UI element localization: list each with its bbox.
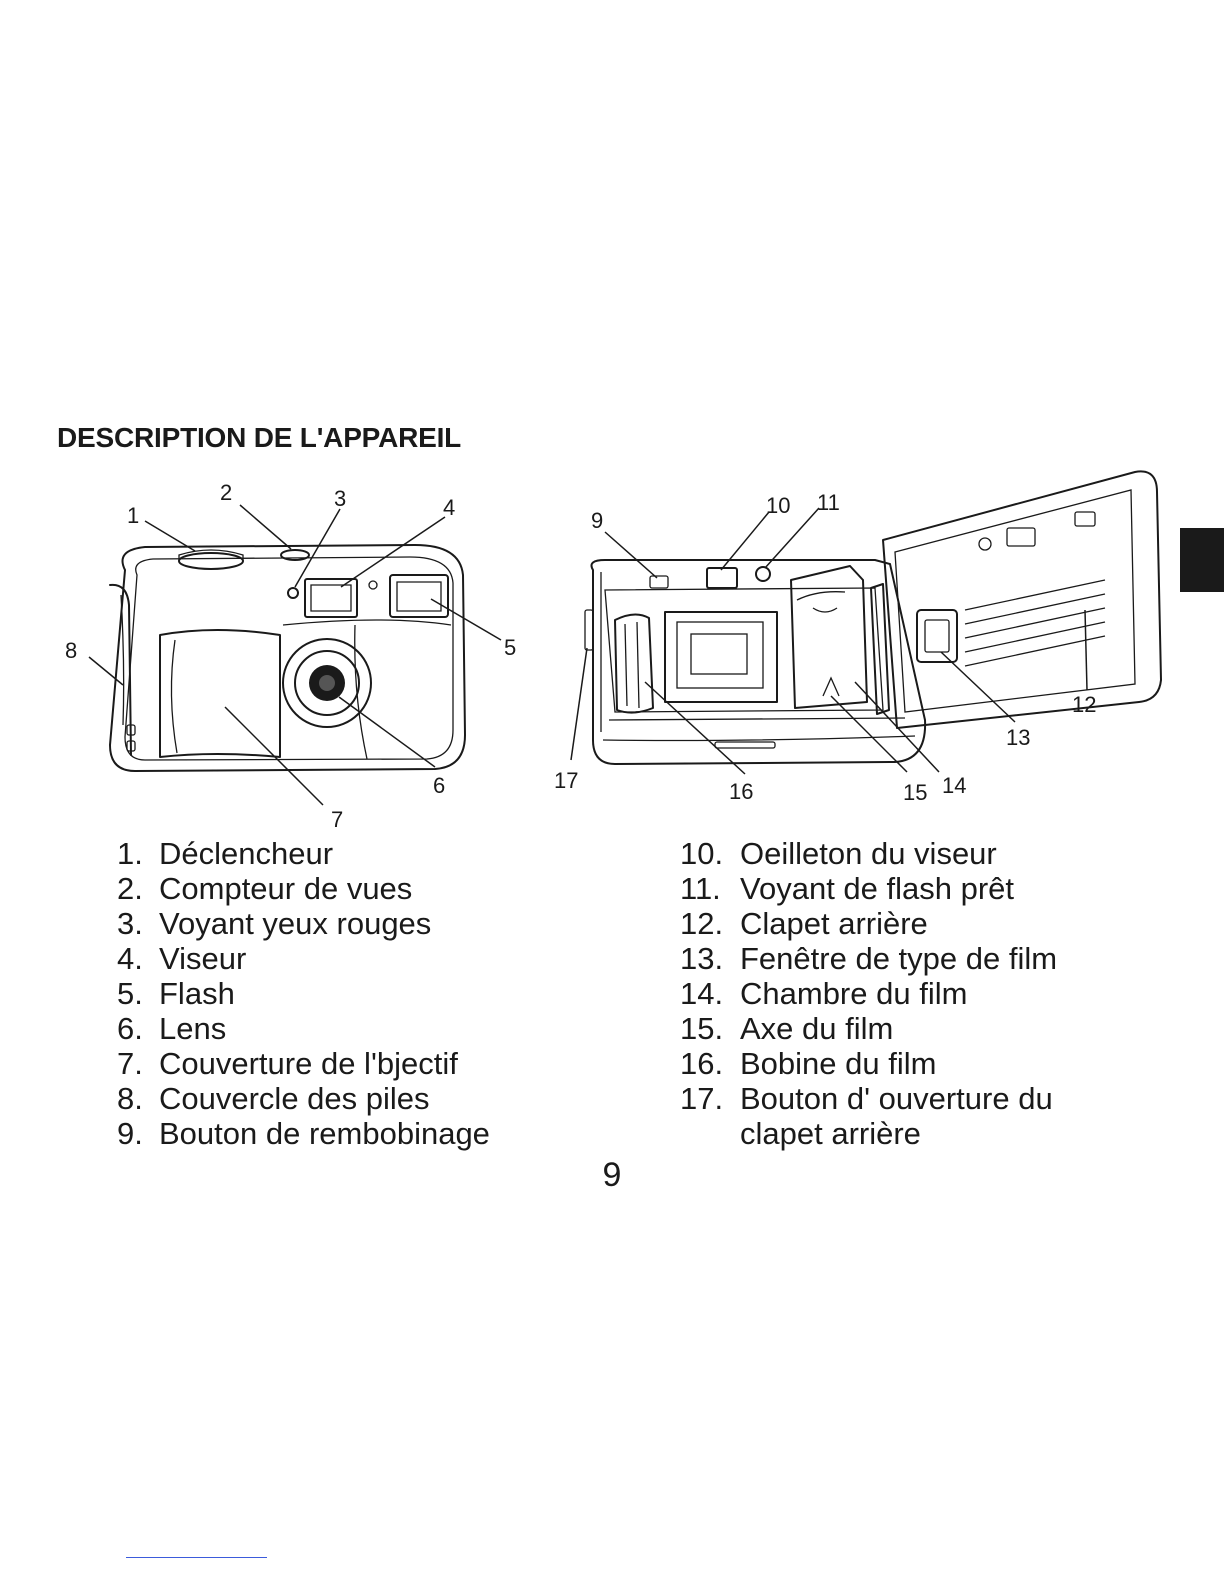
list-item: 5.Flash <box>117 976 235 1011</box>
page-number: 9 <box>602 1156 622 1194</box>
list-item: 17.Bouton d' ouverture du <box>680 1081 1053 1116</box>
list-item: 11.Voyant de flash prêt <box>680 871 1015 906</box>
callout-10: 10 <box>766 493 790 518</box>
camera-back-illustration: 9 10 11 12 13 14 15 16 17 <box>545 460 1185 820</box>
list-item: 4.Viseur <box>117 941 247 976</box>
list-item: clapet arrière <box>740 1116 921 1151</box>
callout-13: 13 <box>1006 725 1030 750</box>
list-item: 15.Axe du film <box>680 1011 894 1046</box>
list-item: 9.Bouton de rembobinage <box>117 1116 490 1151</box>
callout-14: 14 <box>942 773 966 798</box>
callout-11: 11 <box>817 490 840 515</box>
footer-rule <box>126 1557 267 1558</box>
callout-2: 2 <box>220 480 232 505</box>
callout-16: 16 <box>729 779 753 804</box>
list-item: 6.Lens <box>117 1011 227 1046</box>
callout-15: 15 <box>903 780 927 805</box>
camera-front-illustration: 1 2 3 4 5 6 7 8 <box>55 475 555 835</box>
list-item: 2.Compteur de vues <box>117 871 413 906</box>
list-item: 7.Couverture de l'bjectif <box>117 1046 458 1081</box>
camera-front-svg: 1 2 3 4 5 6 7 8 <box>65 480 516 832</box>
callout-1: 1 <box>127 503 139 528</box>
list-item: 8.Couvercle des piles <box>117 1081 430 1116</box>
list-item: 16.Bobine du film <box>680 1046 937 1081</box>
callout-8: 8 <box>65 638 77 663</box>
callout-12: 12 <box>1072 692 1096 717</box>
callout-7: 7 <box>331 807 343 832</box>
list-item: 14.Chambre du film <box>680 976 968 1011</box>
list-item: 12.Clapet arrière <box>680 906 928 941</box>
section-tab-marker <box>1180 528 1224 592</box>
list-item: 1.Déclencheur <box>117 836 334 871</box>
list-item: 10.Oeilleton du viseur <box>680 836 997 871</box>
parts-list-left: 1.Déclencheur 2.Compteur de vues 3.Voyan… <box>117 836 490 1151</box>
page-title: DESCRIPTION DE L'APPAREIL <box>57 422 462 453</box>
callout-4: 4 <box>443 495 455 520</box>
parts-list-right: 10.Oeilleton du viseur 11.Voyant de flas… <box>680 836 1057 1151</box>
callout-9: 9 <box>591 508 603 533</box>
callout-3: 3 <box>334 486 346 511</box>
camera-back-svg: 9 10 11 12 13 14 15 16 17 <box>554 470 1162 805</box>
list-item: 13.Fenêtre de type de film <box>680 941 1058 976</box>
callout-6: 6 <box>433 773 445 798</box>
callout-5: 5 <box>504 635 516 660</box>
list-item: 3.Voyant yeux rouges <box>117 906 432 941</box>
callout-17: 17 <box>554 768 578 793</box>
